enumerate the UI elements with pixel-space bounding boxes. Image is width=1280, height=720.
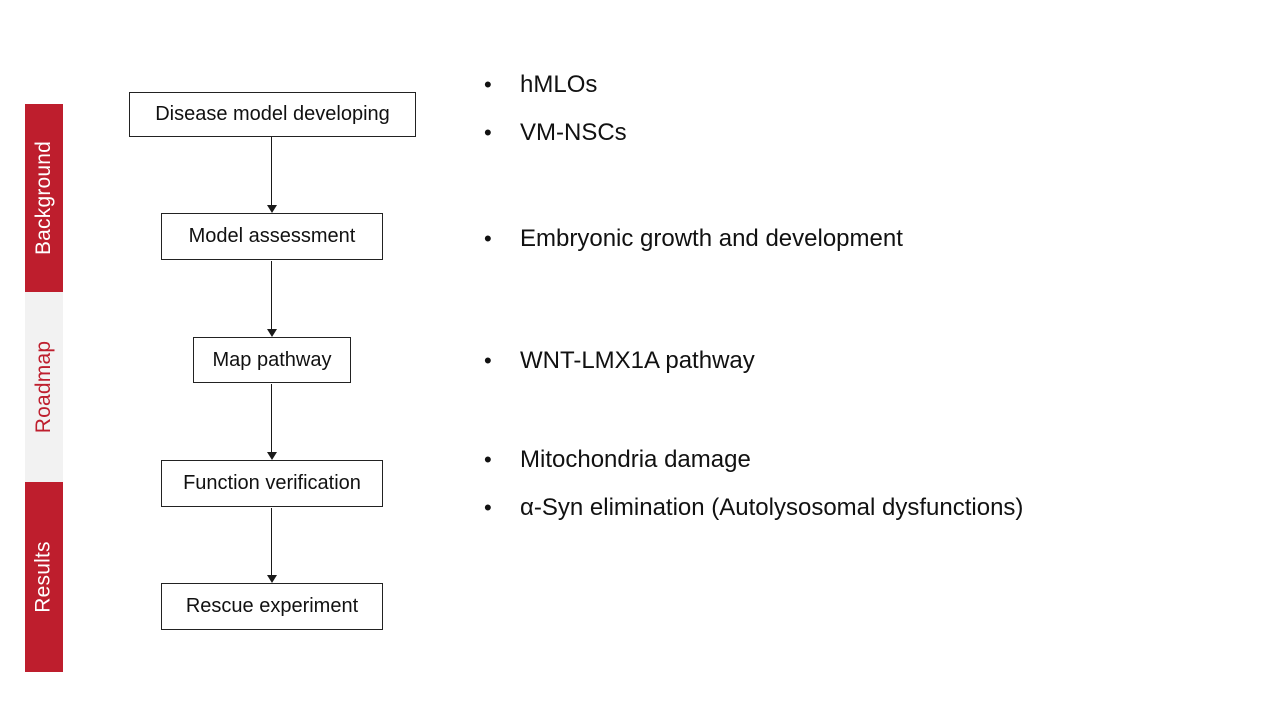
note-text-embryonic-growth: Embryonic growth and development: [520, 225, 903, 252]
note-text-wnt-lmx1a: WNT-LMX1A pathway: [520, 347, 755, 374]
note-group-map-pathway: • WNT-LMX1A pathway: [478, 344, 755, 378]
sidebar-label-background: Background: [32, 140, 56, 256]
down-arrow-connector-2: [266, 261, 277, 337]
bullet-icon: •: [484, 120, 492, 145]
bullet-icon: •: [484, 226, 492, 251]
note-text-mitochondria-damage: Mitochondria damage: [520, 446, 751, 473]
down-arrow-connector-4: [266, 508, 277, 583]
flow-step-map-pathway: Map pathway: [193, 337, 351, 383]
down-arrow-connector-3: [266, 384, 277, 460]
note-text-hmlos: hMLOs: [520, 71, 598, 98]
bullet-icon: •: [484, 72, 492, 97]
sidebar-item-results[interactable]: Results: [25, 482, 63, 672]
note-group-model-assessment: • Embryonic growth and development: [478, 222, 903, 256]
list-item: • VM-NSCs: [478, 116, 627, 150]
list-item: • Mitochondria damage: [478, 443, 1023, 477]
list-item: • Embryonic growth and development: [478, 222, 903, 256]
list-item: • hMLOs: [478, 68, 627, 102]
flow-step-rescue-experiment: Rescue experiment: [161, 583, 383, 630]
flow-step-model-assessment: Model assessment: [161, 213, 383, 260]
sidebar-label-results: Results: [32, 541, 55, 613]
note-text-asyn-elimination: α-Syn elimination (Autolysosomal dysfunc…: [520, 494, 1024, 521]
flow-step-function-verification: Function verification: [161, 460, 383, 507]
note-group-function-verification: • Mitochondria damage • α-Syn eliminatio…: [478, 443, 1023, 525]
flow-step-disease-model-developing: Disease model developing: [129, 92, 416, 137]
bullet-icon: •: [484, 495, 492, 520]
down-arrow-connector-1: [266, 137, 277, 213]
sidebar-label-roadmap: Roadmap: [32, 340, 55, 434]
sidebar-item-background[interactable]: Background: [25, 104, 63, 292]
list-item: • α-Syn elimination (Autolysosomal dysfu…: [478, 491, 1023, 525]
list-item: • WNT-LMX1A pathway: [478, 344, 755, 378]
bullet-icon: •: [484, 348, 492, 373]
note-group-disease-model: • hMLOs • VM-NSCs: [478, 68, 627, 150]
note-text-vm-nscs: VM-NSCs: [520, 119, 627, 146]
sidebar-item-roadmap[interactable]: Roadmap: [25, 292, 63, 482]
bullet-icon: •: [484, 447, 492, 472]
